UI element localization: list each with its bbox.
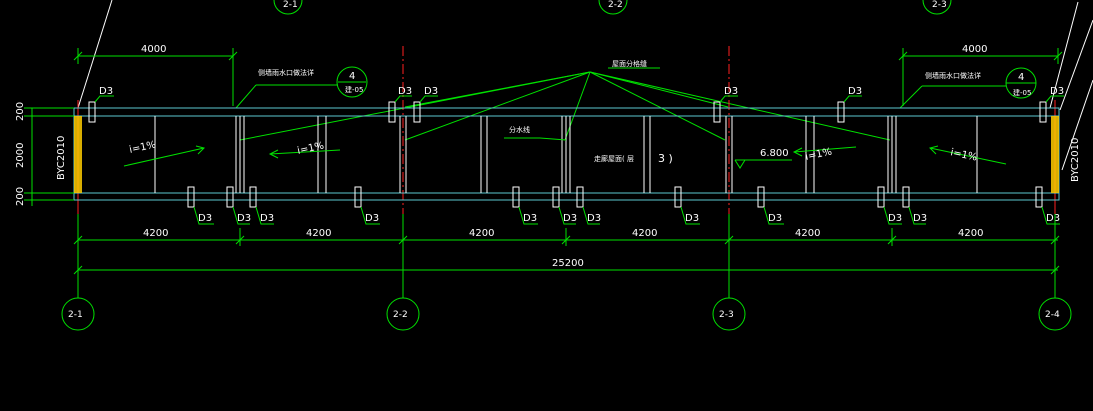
drain-label: D3 — [563, 213, 577, 224]
axis-label: 2-1 — [68, 310, 83, 320]
gutter-note: 侧墙雨水口做法详 — [925, 71, 981, 80]
bay-dimension: 4200 — [469, 228, 494, 239]
drain-label: D3 — [198, 213, 212, 224]
leader-line — [1049, 1, 1079, 109]
roof-joint-leaders: 屋面分格缝 — [239, 59, 891, 141]
elevation-label: 6.800 — [760, 148, 789, 159]
axis-bubble — [61, 297, 95, 331]
top-axis-label: 2-1 — [283, 0, 298, 10]
leader-line — [77, 0, 113, 109]
drain-label: D3 — [398, 86, 412, 97]
roof-note-tail: 3 ) — [658, 152, 673, 165]
slope-arrows: i=1% i=1% i=1% i=1% — [123, 140, 1007, 167]
axis-label: 2-2 — [393, 310, 408, 320]
slope-label: i=1% — [804, 147, 833, 163]
drain-label: D3 — [848, 86, 862, 97]
detail-number: 4 — [349, 71, 355, 82]
total-dimension-text: 25200 — [552, 258, 584, 269]
detail-sheet: 建-05 — [345, 85, 363, 94]
drain-label: D3 — [913, 213, 927, 224]
total-dimension: 25200 — [73, 258, 1060, 278]
axis-extensions — [77, 246, 1056, 298]
bay-dimension: 4200 — [143, 228, 168, 239]
detail-number: 4 — [1018, 72, 1024, 83]
top-axis-label: 2-3 — [932, 0, 947, 10]
drain-label: D3 — [523, 213, 537, 224]
drain-label: D3 — [1046, 213, 1060, 224]
bay-dimension: 4200 — [306, 228, 331, 239]
side-label-right: BYC2010 — [1070, 138, 1081, 182]
roof-joint-label: 屋面分格缝 — [612, 59, 647, 68]
axis-bubble — [386, 297, 420, 331]
leader-line — [1059, 19, 1093, 111]
side-label-left: BYC2010 — [56, 136, 67, 180]
axis-bubbles: 2-1 2-2 2-3 2-4 — [61, 297, 1072, 331]
detail-callout-left: 侧墙雨水口做法详 4 建-05 — [235, 66, 368, 109]
left-dimensions: 200 2000 200 BYC2010 BYC2010 — [15, 102, 1081, 206]
dimension-text: 4000 — [141, 44, 166, 55]
drain-label: D3 — [424, 86, 438, 97]
drain-label: D3 — [1050, 86, 1064, 97]
drains-top: D3 D3 D3 D3 D3 D3 — [88, 86, 1064, 123]
top-dimension-right: 4000 — [898, 44, 1063, 106]
gutter-note: 侧墙雨水口做法详 — [258, 68, 314, 77]
detail-bubble — [336, 66, 368, 98]
drain-label: D3 — [768, 213, 782, 224]
joint-lines — [154, 116, 978, 193]
drain-label: D3 — [237, 213, 251, 224]
rain-pipe-right — [1051, 116, 1059, 193]
drain-label: D3 — [99, 86, 113, 97]
bay-dimensions: 4200 4200 4200 4200 4200 4200 — [73, 214, 1060, 246]
detail-sheet: 建-05 — [1013, 88, 1031, 97]
dimension-text: 4000 — [962, 44, 987, 55]
detail-callout-right: 侧墙雨水口做法详 4 建-05 — [899, 67, 1037, 109]
top-dimension-left: 4000 — [73, 44, 238, 106]
drain-label: D3 — [260, 213, 274, 224]
roof-note: 走廊屋面( 层 — [594, 154, 634, 163]
axis-label: 2-3 — [719, 310, 734, 320]
axis-bubble — [712, 297, 746, 331]
bay-dimension: 4200 — [632, 228, 657, 239]
top-axis-bubbles: 2-1 2-2 2-3 — [273, 0, 952, 15]
dimension-text: 200 — [15, 187, 26, 206]
axis-label: 2-4 — [1045, 310, 1060, 320]
roof-notes: 分水线 走廊屋面( 层 3 ) 6.800 — [504, 125, 792, 169]
drain-label: D3 — [888, 213, 902, 224]
bay-dimension: 4200 — [795, 228, 820, 239]
axis-bubble — [1038, 297, 1072, 331]
drains-bottom: D3 D3 D3 D3 D3 D3 D3 D3 D3 D3 D3 D3 — [187, 186, 1060, 225]
leader-line — [1061, 79, 1093, 171]
dimension-text: 200 — [15, 102, 26, 121]
slope-label: i=1% — [949, 147, 978, 163]
ridge-line-label: 分水线 — [509, 125, 530, 134]
drain-label: D3 — [685, 213, 699, 224]
bay-dimension: 4200 — [958, 228, 983, 239]
slope-label: i=1% — [296, 141, 325, 157]
top-axis-label: 2-2 — [608, 0, 623, 10]
drain-label: D3 — [587, 213, 601, 224]
slope-label: i=1% — [128, 140, 157, 156]
drain-label: D3 — [365, 213, 379, 224]
drain-label: D3 — [724, 86, 738, 97]
dimension-text: 2000 — [15, 143, 26, 168]
rain-pipe-left — [74, 116, 82, 193]
